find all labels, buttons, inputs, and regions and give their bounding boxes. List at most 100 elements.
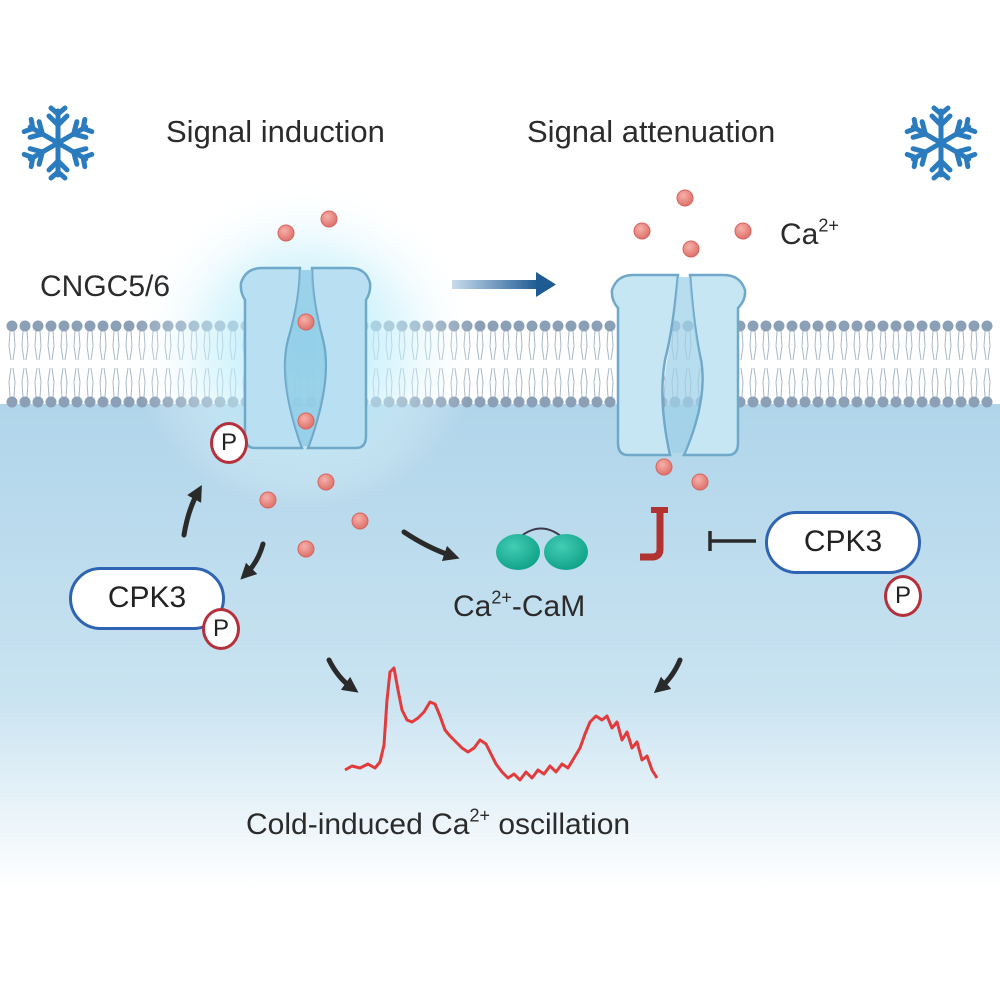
arrow: [326, 657, 359, 693]
lipid-head: [890, 320, 902, 332]
phosphate-icon: P: [884, 575, 922, 617]
arrow: [240, 541, 266, 580]
lipid-head: [929, 396, 941, 408]
lipid-head: [864, 396, 876, 408]
lipid-head: [851, 396, 863, 408]
calcium-ion: [734, 222, 752, 240]
calmodulin: [496, 527, 588, 570]
lipid-head: [916, 320, 928, 332]
calcium-ion: [317, 473, 335, 491]
lipid-head: [32, 320, 44, 332]
lipid-head: [864, 320, 876, 332]
lipid-head: [825, 320, 837, 332]
inhibitor-hook: [640, 510, 664, 561]
lipid-head: [773, 320, 785, 332]
lipid-head: [812, 320, 824, 332]
lipid-head: [123, 396, 135, 408]
lipid-head: [825, 396, 837, 408]
calcium-ion: [297, 412, 315, 430]
lipid-head: [981, 396, 993, 408]
lipid-head: [760, 396, 772, 408]
cpk3-box-left: CPK3: [69, 567, 225, 630]
lipid-head: [877, 320, 889, 332]
channel-closed: [610, 273, 747, 457]
cytoplasm: [0, 404, 1000, 890]
lipid-head: [58, 396, 70, 408]
lipid-head: [500, 320, 512, 332]
lipid-head: [71, 320, 83, 332]
lipid-head: [97, 396, 109, 408]
oscillation-label: Cold-induced Ca2+ oscillation: [246, 805, 631, 841]
lipid-head: [890, 396, 902, 408]
lipid-head: [552, 320, 564, 332]
lipid-head: [19, 396, 31, 408]
lipid-head: [838, 396, 850, 408]
arrow: [653, 657, 683, 694]
lipid-head: [773, 396, 785, 408]
lipid-head: [32, 396, 44, 408]
lipid-head: [513, 396, 525, 408]
lipid-head: [786, 396, 798, 408]
cpk3-box-right: CPK3: [765, 511, 921, 574]
lipid-head: [97, 320, 109, 332]
lipid-head: [513, 320, 525, 332]
pathway-arrows: [181, 485, 683, 694]
lipid-head: [604, 396, 616, 408]
lipid-head: [474, 396, 486, 408]
oscillation-trace: [344, 666, 659, 782]
lipid-head: [747, 320, 759, 332]
lipid-head: [110, 320, 122, 332]
calcium-ion: [277, 224, 295, 242]
lipid-head: [565, 396, 577, 408]
lipid-head: [45, 396, 57, 408]
calcium-ion: [259, 491, 277, 509]
lipid-head: [968, 396, 980, 408]
snowflake-icon: [23, 108, 93, 178]
lipid-head: [916, 396, 928, 408]
calcium-label: Ca2+: [780, 215, 839, 251]
lipid-head: [19, 320, 31, 332]
calcium-ion: [297, 313, 315, 331]
snowflake-icon: [906, 108, 976, 178]
lipid-head: [604, 320, 616, 332]
calcium-ion: [320, 210, 338, 228]
lipid-head: [747, 396, 759, 408]
lipid-head: [838, 320, 850, 332]
lipid-head: [903, 320, 915, 332]
lipid-head: [565, 320, 577, 332]
lipid-head: [487, 396, 499, 408]
lipid-head: [955, 396, 967, 408]
lipid-head: [539, 320, 551, 332]
lipid-head: [851, 320, 863, 332]
lipid-head: [942, 320, 954, 332]
calcium-ion: [633, 222, 651, 240]
inhibition: [640, 507, 756, 561]
lipid-head: [591, 396, 603, 408]
lipid-head: [6, 320, 18, 332]
calmodulin-label: Ca2+-CaM: [453, 587, 586, 623]
lipid-head: [942, 396, 954, 408]
lipid-head: [812, 396, 824, 408]
lipid-head: [877, 396, 889, 408]
calcium-ion: [676, 189, 694, 207]
lipid-head: [487, 320, 499, 332]
channel-label: CNGC5/6: [40, 270, 171, 303]
lipid-head: [591, 320, 603, 332]
lipid-head: [578, 396, 590, 408]
calcium-ion: [351, 512, 369, 530]
lipid-head: [84, 396, 96, 408]
header-signal-induction: Signal induction: [166, 114, 385, 149]
channel-open: [239, 266, 372, 450]
lipid-head: [578, 320, 590, 332]
arrow: [181, 485, 202, 538]
lipid-head: [903, 396, 915, 408]
lipid-head: [6, 396, 18, 408]
phosphate-icon: P: [202, 608, 240, 650]
lipid-head: [799, 396, 811, 408]
phosphate-icon: P: [210, 422, 248, 464]
calcium-ion: [655, 458, 673, 476]
lipid-head: [760, 320, 772, 332]
transition-arrow: [452, 272, 556, 297]
lipid-head: [526, 396, 538, 408]
